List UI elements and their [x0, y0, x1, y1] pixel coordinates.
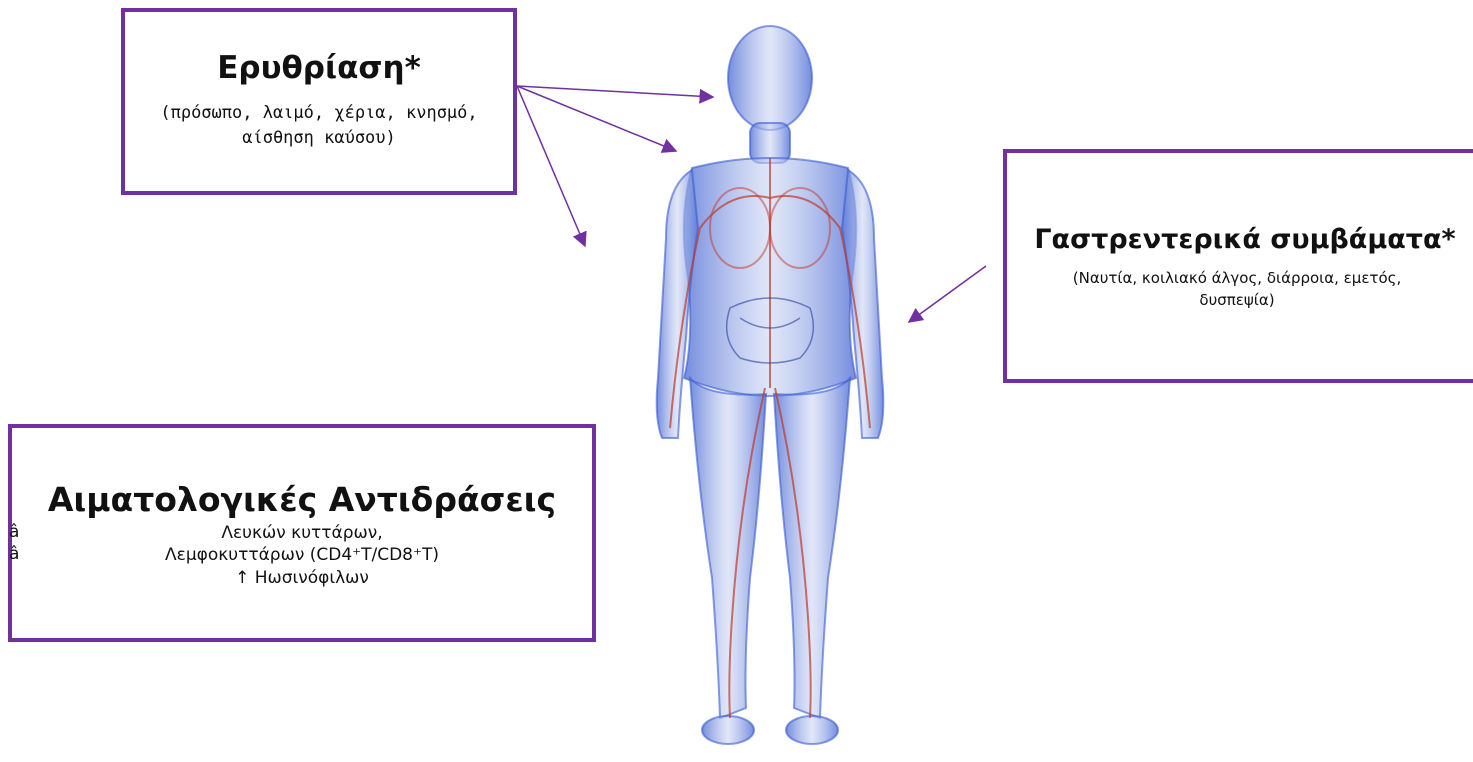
body-right-leg-shape [774, 378, 850, 718]
hematologic-item: Λευκών κυττάρων, [12, 522, 592, 544]
erythema-subtitle: (πρόσωπο, λαιμό, χέρια, κνησμό, αίσθηση … [131, 101, 507, 151]
hematologic-box: Αιματολογικές Αντιδράσεις â â Λευκών κυτ… [8, 424, 596, 642]
erythema-subtitle-line2: αίσθηση καύσου) [131, 126, 507, 151]
hematologic-item: Λεμφοκυττάρων (CD4⁺T/CD8⁺T) [12, 544, 592, 566]
body-head-shape [728, 26, 812, 130]
gastro-subtitle-line1: (Ναυτία, κοιλιακό άλγος, διάρροια, εμετό… [1019, 267, 1455, 289]
gastro-subtitle: (Ναυτία, κοιλιακό άλγος, διάρροια, εμετό… [1019, 267, 1455, 311]
gastro-box: Γαστρεντερικά συμβάματα* (Ναυτία, κοιλια… [1003, 149, 1473, 383]
body-left-foot-shape [702, 716, 754, 744]
human-body-figure [600, 18, 940, 762]
erythema-box: Ερυθρίαση* (πρόσωπο, λαιμό, χέρια, κνησμ… [121, 8, 517, 195]
body-left-leg-shape [690, 378, 766, 718]
body-right-foot-shape [786, 716, 838, 744]
erythema-arrow-hand [517, 86, 585, 246]
hematologic-item: ↑ Ηωσινόφιλων [12, 567, 592, 589]
erythema-subtitle-line1: (πρόσωπο, λαιμό, χέρια, κνησμό, [131, 101, 507, 126]
hematologic-title: Αιματολογικές Αντιδράσεις [12, 480, 592, 519]
gastro-subtitle-line2: δυσπεψία) [1019, 289, 1455, 311]
gastro-title: Γαστρεντερικά συμβάματα* [1007, 224, 1473, 255]
erythema-title: Ερυθρίαση* [125, 50, 513, 86]
